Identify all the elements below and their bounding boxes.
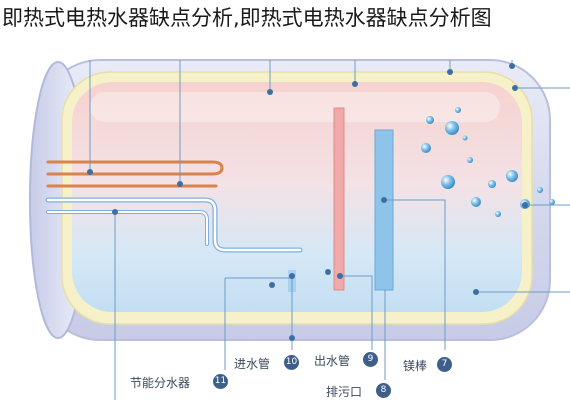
inner-tank [72,82,522,312]
badge-energy-saving-diverter: 11 [213,374,228,389]
leader-lines [89,60,570,400]
label-water-outlet-pipe: 出水管 [314,354,351,368]
badge-sewage-outlet: 8 [376,383,391,398]
badge-anode-rod: 7 [437,357,452,372]
badge-water-inlet-pipe: 10 [284,355,299,370]
label-sewage-outlet: 排污口 [326,385,363,399]
heating-element [46,160,224,188]
water-outlet-pipe [333,107,345,291]
label-water-inlet-pipe: 进水管 [234,357,271,371]
badge-water-outlet-pipe: 9 [363,352,378,367]
leader-dots [87,63,528,341]
label-energy-saving-diverter: 节能分水器 [130,376,191,390]
temperature-sensor-tube [45,197,303,253]
anode-rod [374,129,394,291]
page-title: 即热式电热水器缺点分析,即热式电热水器缺点分析图 [2,6,492,30]
label-anode-rod: 镁棒 [403,359,428,373]
